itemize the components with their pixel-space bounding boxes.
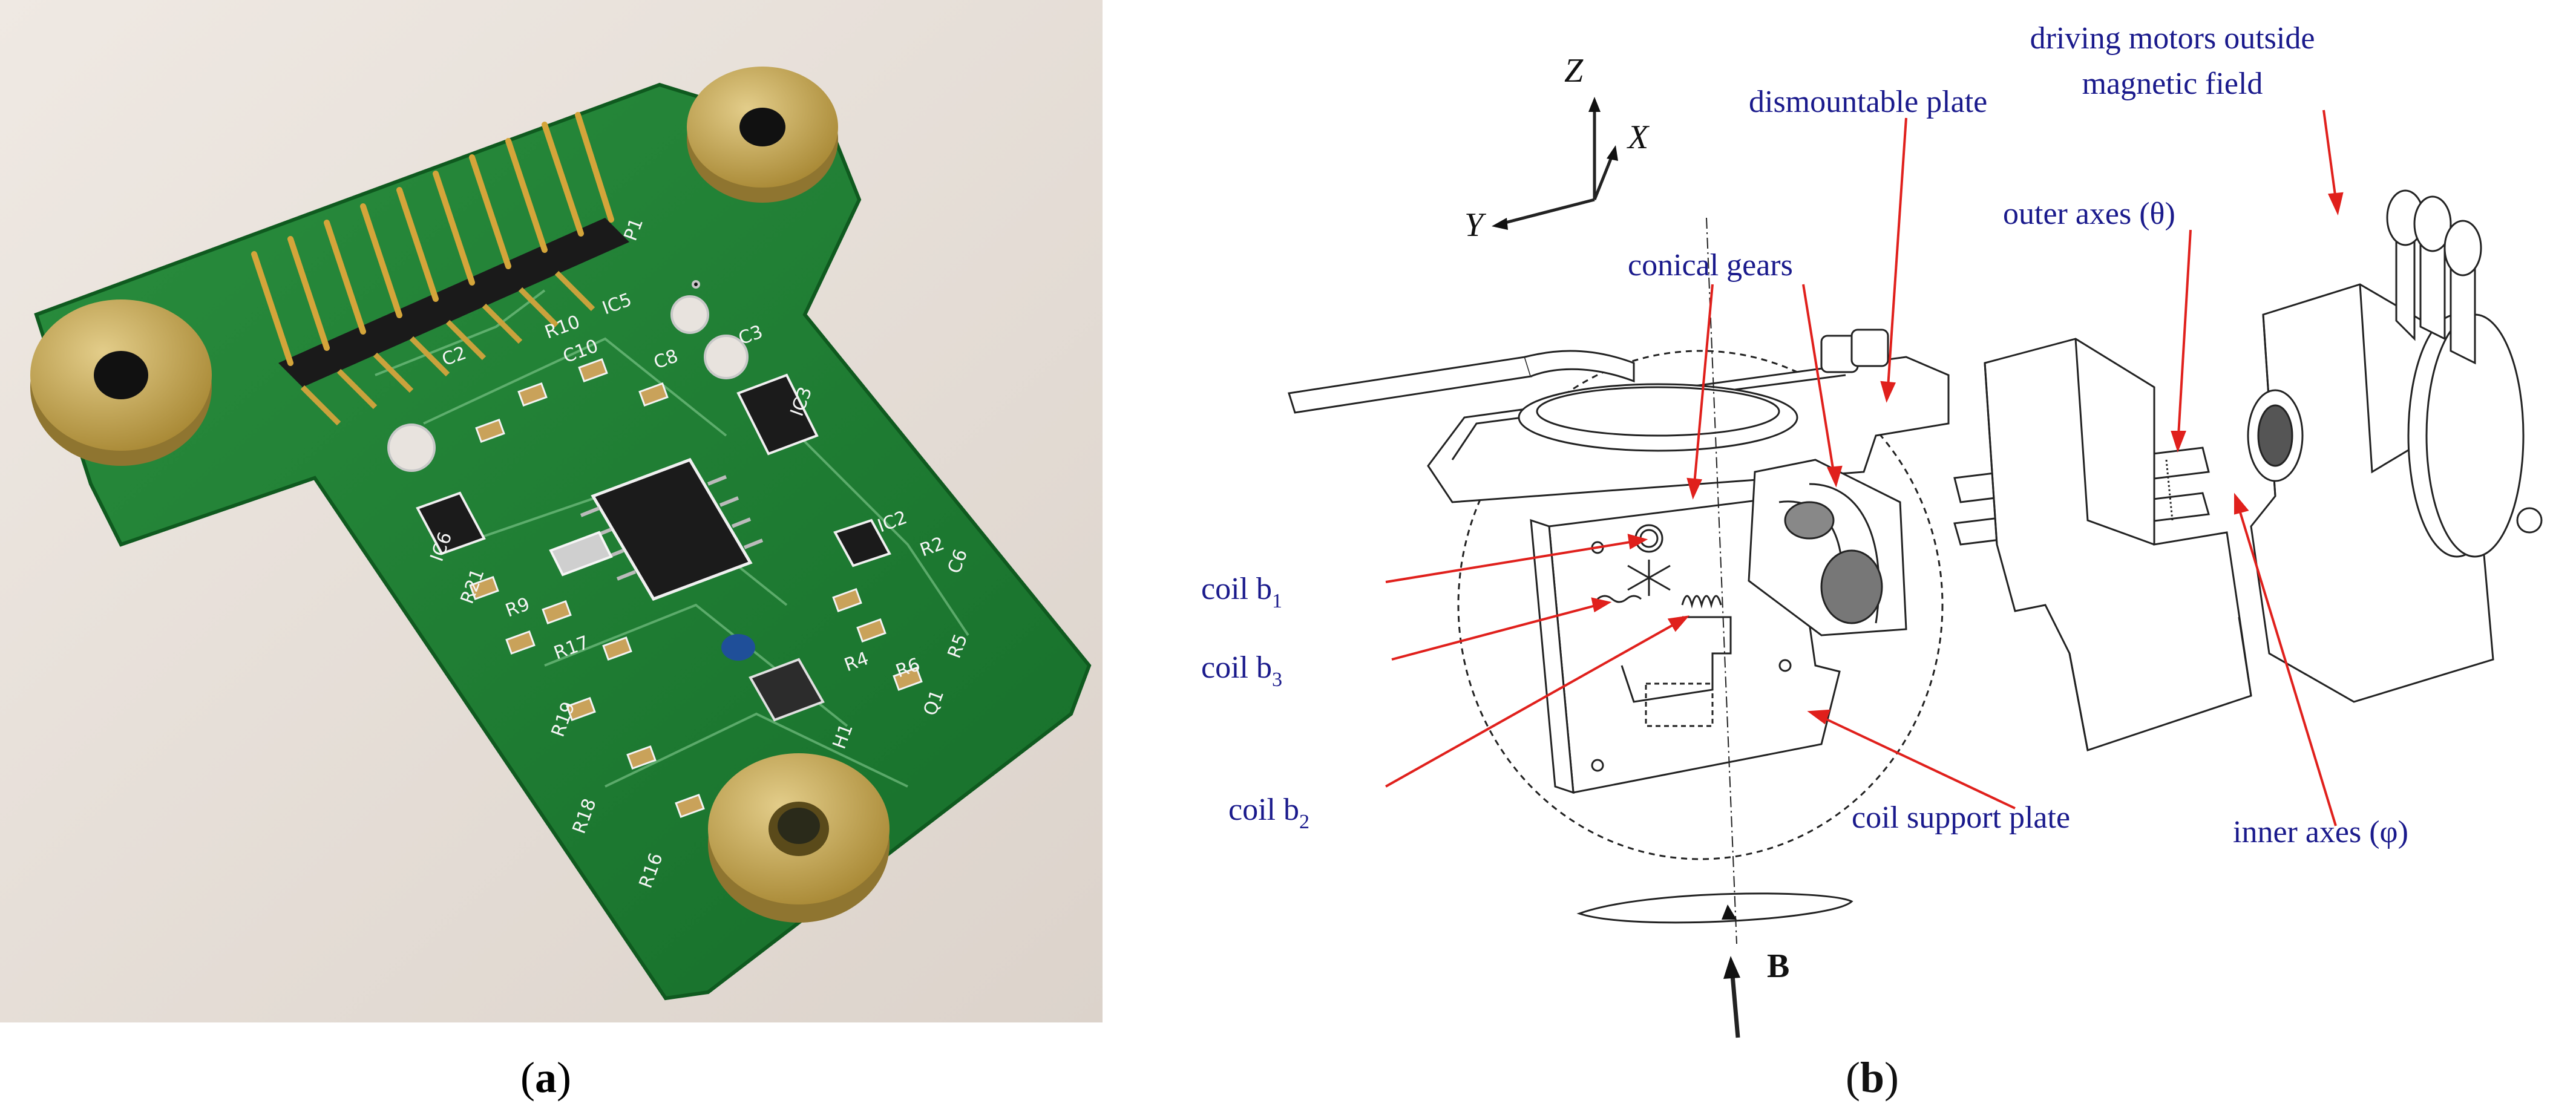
rotation-axis [1706, 217, 1737, 944]
label-field-b: B [1767, 947, 1789, 985]
label-coil-b2: coil b2 [1228, 793, 1309, 833]
caption-a: (a) [520, 1053, 571, 1102]
ic-ic2 [833, 518, 891, 567]
crystal [549, 531, 613, 577]
panel-b-labels: Z X Y dismountable plate driving motors … [1201, 21, 2408, 985]
ic-ic3 [736, 373, 819, 456]
label-driving-motors-1: driving motors outside [2030, 21, 2315, 56]
mounting-holes [387, 280, 749, 472]
label-coil-support-plate: coil support plate [1852, 800, 2070, 835]
label-outer-axes: outer axes (θ) [2003, 197, 2175, 231]
ic-main [580, 457, 764, 601]
pin-header [251, 112, 629, 426]
driving-motors [2386, 189, 2543, 558]
label-conical-gears: conical gears [1628, 248, 1793, 283]
standoff-bottom [708, 753, 890, 923]
label-dismountable-plate: dismountable plate [1749, 85, 1987, 119]
field-arrow [1729, 967, 1740, 1038]
bearing-block [1984, 338, 2252, 751]
conical-gears-shape [1748, 459, 1907, 636]
panel-b-diagram [1288, 97, 2543, 1038]
axis-x-label: X [1627, 119, 1650, 156]
axis-y-label: Y [1464, 206, 1487, 244]
caption-b: (b) [1846, 1053, 1899, 1102]
field-loop [1576, 892, 1853, 924]
label-coil-b1: coil b1 [1201, 572, 1282, 612]
ic-ic6 [416, 491, 486, 555]
coordinate-axes [1492, 97, 1618, 230]
standoff-left [30, 299, 212, 466]
component-h1 [721, 634, 825, 722]
dashed-region [1457, 350, 1944, 860]
label-coil-b3: coil b3 [1201, 650, 1282, 691]
panel-a-photo: P1IC5R10C10C8C3C2IC3IC6R21R9R17IC2R2C6R5… [0, 0, 1103, 1022]
standoff-top-right [687, 67, 838, 203]
label-inner-axes: inner axes (φ) [2233, 815, 2408, 849]
dismountable-plate-shape [1427, 329, 1950, 503]
smd-components [469, 358, 923, 819]
label-driving-motors-2: magnetic field [2082, 67, 2263, 101]
axis-z-label: Z [1564, 52, 1584, 90]
feed-rod [1288, 350, 1635, 414]
leader-lines [1385, 110, 2344, 826]
